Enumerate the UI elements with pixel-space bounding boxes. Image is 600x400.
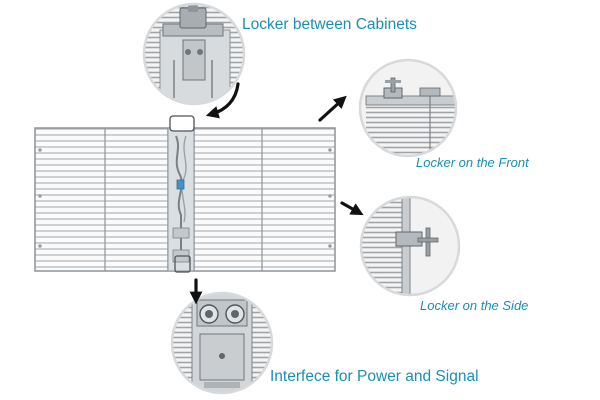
zoom-locker-front [358, 58, 458, 158]
cabinet-panel [34, 115, 336, 273]
zoom-ring [142, 2, 246, 106]
edge-bolts [38, 148, 332, 248]
arrow-up-right-icon [318, 95, 347, 122]
zoom-locker-between-cabinets [142, 2, 246, 106]
zoom-locker-side [359, 195, 461, 297]
caption-power-signal-interface: Interfece for Power and Signal [270, 368, 479, 385]
power-socket-icon [199, 304, 219, 324]
blue-connector [176, 179, 185, 190]
column-bracket [172, 227, 190, 239]
zoom-power-signal-interface [170, 291, 274, 395]
cable-harness [175, 135, 183, 262]
signal-socket-icon [225, 304, 245, 324]
callout-arrows [189, 82, 364, 305]
caption-locker-front: Locker on the Front [416, 155, 529, 170]
zoom-ring [358, 58, 458, 158]
zoom-ring [170, 291, 274, 395]
caption-locker-side: Locker on the Side [420, 298, 529, 313]
cable-harness-2 [181, 135, 187, 223]
arrow-right-icon [340, 201, 364, 216]
top-locker-highlight [169, 115, 195, 132]
bottom-interface-highlight [174, 255, 191, 273]
caption-locker-between-cabinets: Locker between Cabinets [242, 16, 417, 33]
curved-arrow-icon [205, 82, 240, 119]
zoom-ring [359, 195, 461, 297]
